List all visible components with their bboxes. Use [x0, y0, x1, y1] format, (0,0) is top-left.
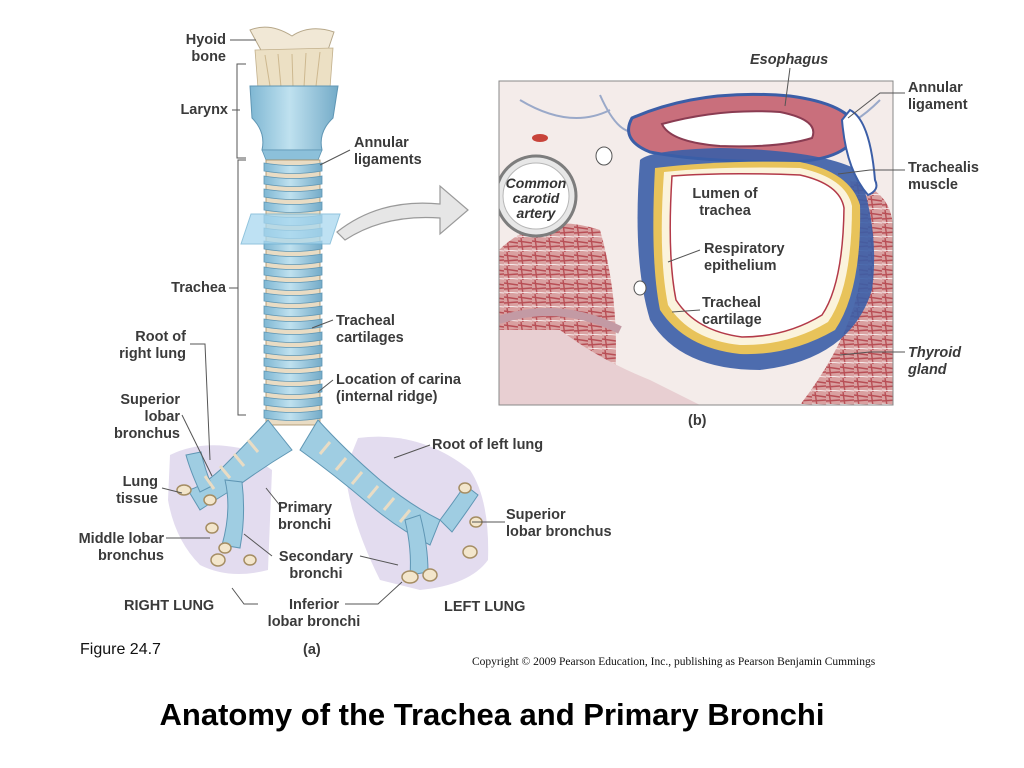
- leader-lines-b: [667, 67, 905, 356]
- label-superior-lobar-bronchus-left: Superior lobar bronchus: [506, 507, 612, 540]
- cartilage-ring: [263, 331, 323, 343]
- figure-number: Figure 24.7: [80, 641, 161, 658]
- label-middle-lobar-bronchus: Middle lobar bronchus: [78, 531, 164, 564]
- cartilage-ring: [263, 318, 323, 330]
- label-trachea: Trachea: [171, 280, 226, 296]
- section-arrow: [336, 184, 469, 241]
- leader-lines-a: [161, 39, 505, 605]
- cartilage-ring: [263, 266, 323, 278]
- tracheal-rings: [263, 159, 323, 426]
- cartilage-ring: [263, 344, 323, 356]
- cartilage-ring: [263, 292, 323, 304]
- label-root-right-lung: Root of right lung: [119, 329, 186, 362]
- bronchi-cartilage-bands: [203, 439, 412, 523]
- label-secondary-bronchi: Secondary bronchi: [278, 549, 354, 582]
- cartilage-ring: [263, 396, 323, 408]
- label-annular-ligaments: Annular ligaments: [354, 135, 422, 168]
- larynx: [249, 85, 339, 151]
- label-tracheal-cartilage: Tracheal cartilage: [702, 295, 762, 328]
- cartilage-ring: [263, 188, 323, 200]
- cartilage-ring: [263, 357, 323, 369]
- label-root-left-lung: Root of left lung: [432, 437, 544, 453]
- label-annular-ligament: Annular ligament: [908, 80, 968, 113]
- label-superior-lobar-bronchus-right: Superior lobar bronchus: [113, 392, 180, 442]
- label-common-carotid-artery: Common carotid artery: [505, 175, 567, 221]
- label-primary-bronchi: Primary bronchi: [278, 500, 333, 533]
- label-trachealis-muscle: Trachealis muscle: [908, 160, 979, 193]
- label-lumen-of-trachea: Lumen of trachea: [692, 186, 758, 219]
- label-tracheal-cartilages: Tracheal cartilages: [336, 313, 404, 346]
- cartilage-ring: [263, 175, 323, 187]
- label-right-lung: RIGHT LUNG: [124, 598, 215, 614]
- slide-title: Anatomy of the Trachea and Primary Bronc…: [159, 697, 825, 732]
- cartilage-ring: [263, 279, 323, 291]
- cartilage-ring: [263, 409, 323, 421]
- label-inferior-lobar-bronchi: Inferior lobar bronchi: [267, 597, 361, 630]
- cartilage-ring: [263, 383, 323, 395]
- label-lung-tissue: Lung tissue: [116, 474, 158, 507]
- cartilage-ring: [263, 370, 323, 382]
- copyright-notice: Copyright © 2009 Pearson Education, Inc.…: [472, 656, 876, 668]
- label-hyoid-bone: Hyoid bone: [185, 32, 226, 65]
- label-carina: Location of carina (internal ridge): [336, 372, 461, 405]
- cartilage-ring: [263, 253, 323, 265]
- cartilage-ring: [263, 201, 323, 213]
- label-respiratory-epithelium: Respiratory epithelium: [704, 241, 785, 274]
- label-part-b: (b): [688, 413, 707, 429]
- cartilage-ring: [263, 162, 323, 174]
- label-left-lung: LEFT LUNG: [444, 599, 526, 615]
- label-esophagus: Esophagus: [750, 52, 829, 68]
- section-plane: [240, 213, 341, 245]
- label-thyroid-gland: Thyroid gland: [908, 345, 962, 378]
- histology-section: [499, 81, 893, 405]
- label-part-a: (a): [303, 642, 321, 658]
- cartilage-ring: [263, 305, 323, 317]
- histology-frame: [498, 80, 894, 406]
- label-larynx: Larynx: [180, 102, 228, 118]
